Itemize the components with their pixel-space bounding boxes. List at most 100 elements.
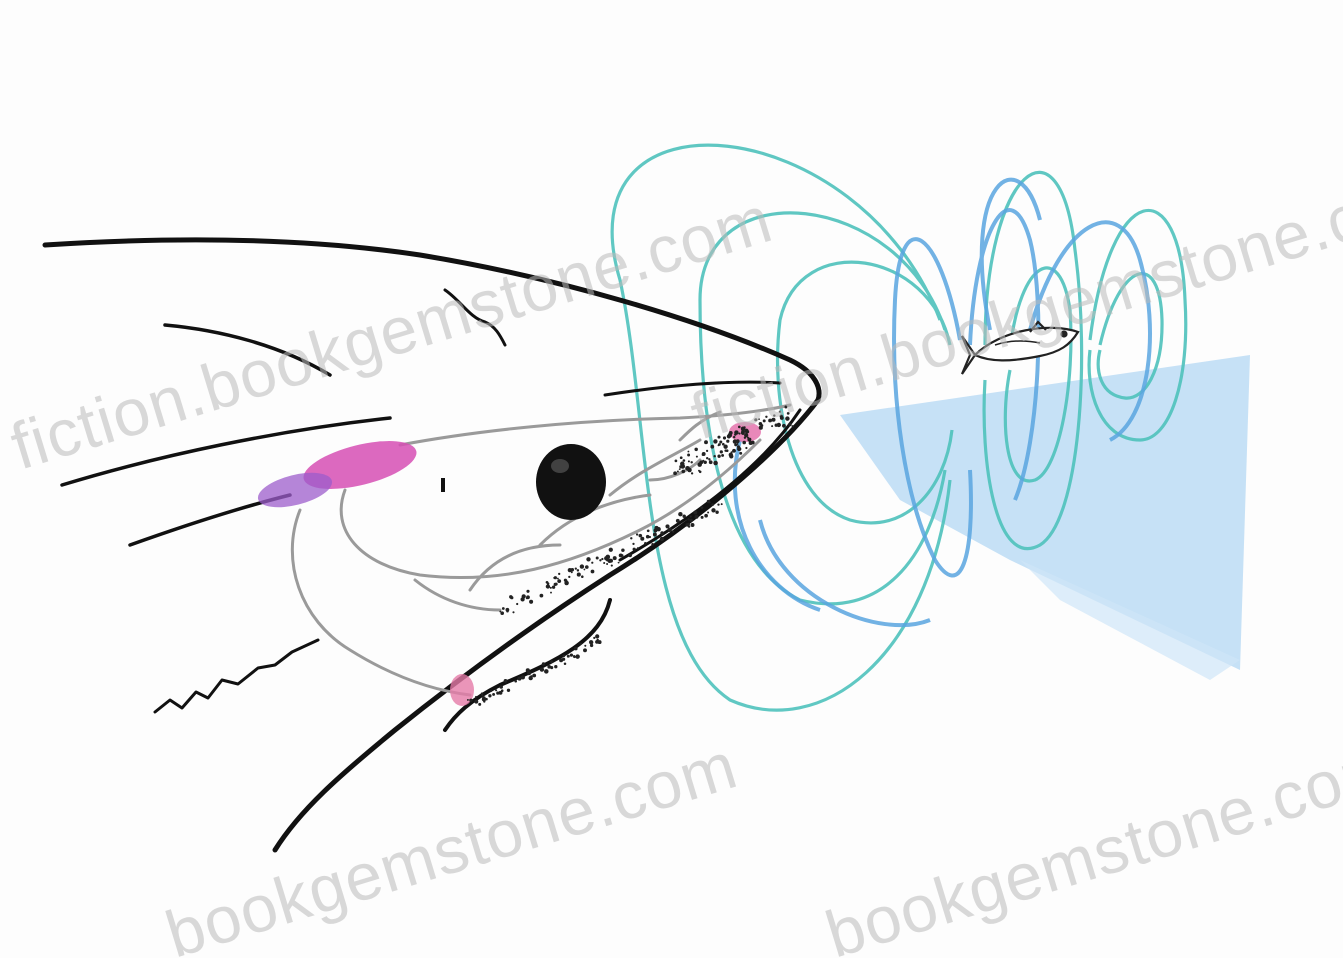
pore-dot bbox=[510, 596, 514, 600]
pore-dot bbox=[715, 510, 719, 514]
pore-dot bbox=[574, 646, 578, 651]
pore-dot bbox=[517, 676, 522, 681]
pore-dot bbox=[738, 432, 741, 435]
pore-dot bbox=[717, 444, 720, 447]
ampullae-patch bbox=[257, 422, 761, 706]
pore-dot bbox=[576, 572, 581, 577]
pore-dot bbox=[632, 547, 636, 551]
pore-dot bbox=[575, 654, 580, 659]
pore-dot bbox=[645, 534, 650, 539]
pore-dot bbox=[630, 537, 633, 540]
pore-dot bbox=[721, 442, 725, 446]
pore-dot bbox=[495, 689, 498, 692]
pore-dot bbox=[713, 454, 716, 458]
pore-dot bbox=[690, 523, 695, 527]
pore-dot bbox=[653, 528, 658, 533]
pore-dot bbox=[758, 418, 760, 420]
pore-dot bbox=[722, 436, 727, 440]
watermark-text: bookgemstone.com bbox=[817, 728, 1343, 958]
pore-dot bbox=[554, 665, 558, 669]
electric-field-lines-inner bbox=[732, 177, 1152, 628]
electroreceptor-pores bbox=[466, 405, 795, 706]
pore-dot bbox=[498, 690, 503, 695]
pore-dot bbox=[746, 430, 750, 434]
pore-dot bbox=[680, 461, 685, 467]
pore-dot bbox=[525, 597, 528, 600]
pore-dot bbox=[539, 667, 545, 672]
pore-dot bbox=[719, 450, 723, 454]
pore-dot bbox=[553, 576, 556, 579]
pore-dot bbox=[694, 447, 698, 452]
pore-dot bbox=[768, 418, 773, 423]
pore-dot bbox=[562, 654, 566, 658]
pore-dot bbox=[744, 433, 749, 438]
pore-dot bbox=[574, 567, 577, 570]
pore-dot bbox=[500, 611, 504, 615]
pore-dot bbox=[698, 469, 700, 472]
pore-dot bbox=[558, 572, 561, 576]
pore-dot bbox=[706, 457, 709, 460]
pore-dot bbox=[505, 607, 510, 612]
pore-dot bbox=[762, 419, 766, 423]
pore-dot bbox=[573, 655, 576, 659]
pore-dot bbox=[726, 439, 730, 443]
pore-dot bbox=[690, 472, 694, 475]
shark-head-details bbox=[290, 403, 792, 697]
pore-dot bbox=[480, 692, 484, 695]
pore-dot bbox=[682, 514, 686, 518]
pore-dot bbox=[758, 422, 763, 426]
pore-dot bbox=[550, 660, 553, 664]
pore-dot bbox=[773, 414, 776, 417]
pore-dot bbox=[569, 653, 574, 657]
pore-dot bbox=[562, 657, 565, 660]
pore-dot bbox=[786, 412, 790, 415]
pore-dot bbox=[567, 567, 572, 573]
pore-dot bbox=[606, 563, 609, 565]
pore-dot bbox=[747, 437, 752, 442]
pore-dot bbox=[514, 679, 517, 683]
pore-dot bbox=[719, 440, 723, 444]
pore-dot bbox=[708, 458, 711, 461]
pore-dot bbox=[581, 575, 584, 578]
pore-dot bbox=[590, 569, 595, 574]
pore-dot bbox=[529, 599, 534, 604]
pore-dot bbox=[737, 446, 742, 452]
pore-dot bbox=[708, 460, 713, 465]
pore-dot bbox=[632, 542, 635, 546]
pore-dot bbox=[595, 634, 600, 639]
pore-dot bbox=[563, 662, 567, 666]
pore-dot bbox=[564, 580, 569, 586]
pore-dot bbox=[652, 532, 657, 537]
pore-dot bbox=[466, 698, 469, 701]
pore-dot bbox=[785, 416, 790, 421]
pore-dot bbox=[651, 543, 655, 546]
pore-dot bbox=[646, 529, 650, 533]
pore-dot bbox=[694, 514, 699, 519]
electric-field-lines-outer bbox=[610, 143, 1188, 712]
pore-dot bbox=[675, 518, 680, 523]
pore-dot bbox=[550, 666, 554, 670]
pore-dot bbox=[713, 460, 718, 466]
pore-dot bbox=[591, 561, 594, 564]
pore-dot bbox=[579, 564, 585, 569]
pore-dot bbox=[589, 643, 594, 648]
pore-dot bbox=[687, 460, 690, 463]
pore-dot bbox=[527, 671, 531, 676]
pore-dot bbox=[739, 451, 743, 455]
pore-dot bbox=[640, 536, 645, 541]
pore-dot bbox=[679, 465, 683, 469]
pore-dot bbox=[729, 454, 734, 459]
pore-dot bbox=[784, 405, 788, 409]
pore-dot bbox=[672, 530, 675, 533]
pore-dot bbox=[583, 568, 586, 571]
pore-dot bbox=[499, 610, 502, 613]
pore-dot bbox=[771, 425, 774, 428]
pore-dot bbox=[526, 589, 530, 593]
pore-dot bbox=[492, 692, 496, 696]
pore-dot bbox=[520, 675, 525, 680]
pore-dot bbox=[693, 510, 698, 515]
pore-dot bbox=[711, 508, 716, 513]
pore-dot bbox=[678, 511, 683, 517]
